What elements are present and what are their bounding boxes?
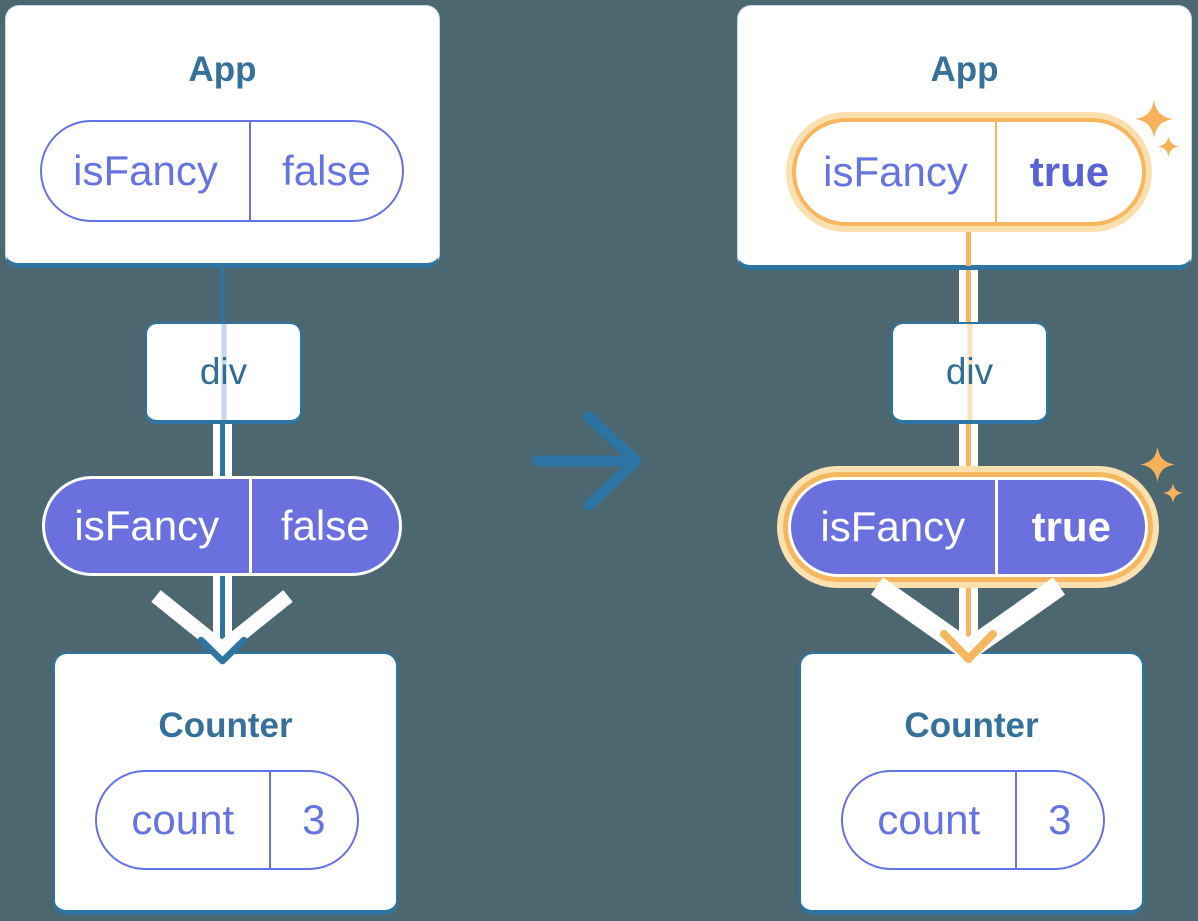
div-label: div — [199, 351, 248, 392]
counter-title: Counter — [904, 706, 1039, 745]
pass-through-line — [967, 324, 972, 420]
arrow-right-icon — [531, 411, 642, 511]
app-title: App — [188, 50, 257, 89]
sparkle-icon — [1163, 483, 1183, 503]
sparkle-icon — [1158, 136, 1179, 157]
counter-card-after: Counter count 3 — [799, 652, 1144, 915]
state-key: isFancy — [823, 148, 968, 195]
state-key: count — [877, 796, 981, 843]
div-box-before: div — [145, 322, 302, 424]
app-state-pill-after: isFancy true — [792, 118, 1146, 226]
sparkle-icon — [1140, 447, 1175, 482]
app-card-after: App isFancy true — [737, 5, 1192, 270]
prop-pill-before: isFancy false — [42, 476, 402, 576]
state-value: false — [249, 122, 402, 220]
prop-key: isFancy — [820, 503, 966, 550]
state-value: true — [994, 122, 1142, 222]
app-title: App — [930, 50, 999, 89]
prop-value: false — [248, 479, 399, 573]
state-stem — [966, 228, 971, 266]
div-label: div — [945, 351, 994, 392]
state-value: 3 — [1014, 772, 1103, 868]
counter-state-pill-before: count 3 — [95, 770, 359, 870]
app-state-pill-before: isFancy false — [40, 120, 404, 222]
white-chevron-icon — [151, 590, 293, 659]
white-chevron-icon — [870, 577, 1066, 663]
prop-key: isFancy — [74, 502, 220, 549]
counter-title: Counter — [158, 706, 293, 745]
counter-state-pill-after: count 3 — [841, 770, 1105, 870]
state-key: isFancy — [73, 147, 218, 194]
prop-value: true — [994, 480, 1145, 574]
prop-pill-after: isFancy true — [788, 477, 1148, 577]
sparkle-icon — [1135, 100, 1173, 138]
pass-through-line — [221, 324, 226, 420]
counter-card-before: Counter count 3 — [53, 652, 398, 915]
state-value: 3 — [268, 772, 357, 868]
div-box-after: div — [891, 322, 1048, 424]
state-key: count — [131, 796, 235, 843]
app-card-before: App isFancy false — [5, 5, 440, 268]
